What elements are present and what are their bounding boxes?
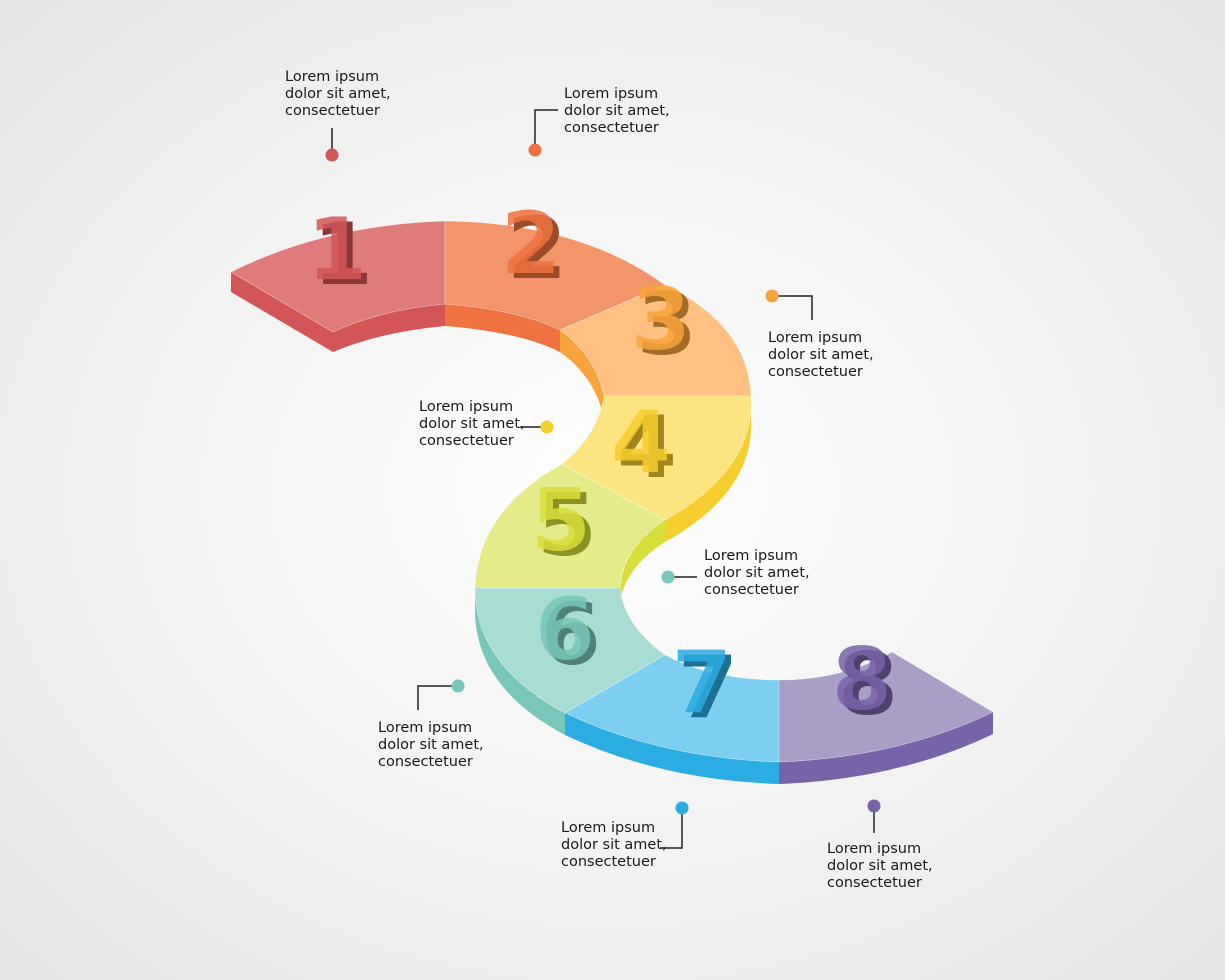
step-label-8: Lorem ipsum dolor sit amet, consectetuer xyxy=(827,841,933,892)
step-number-2-shadow: 2 xyxy=(507,199,567,299)
step-label-7-line-1: Lorem ipsum xyxy=(561,820,656,836)
marker-dot-7 xyxy=(675,801,689,815)
step-label-2: Lorem ipsum dolor sit amet, consectetuer xyxy=(564,86,670,137)
step-label-1: Lorem ipsum dolor sit amet, consectetuer xyxy=(285,69,391,120)
step-number-4-shadow: 4 xyxy=(617,398,677,498)
marker-dot-2 xyxy=(528,143,542,157)
step-label-4-line-1: Lorem ipsum xyxy=(419,399,514,415)
segment-4 xyxy=(561,395,752,521)
segment-7-side xyxy=(565,713,779,784)
step-number-6: 6 xyxy=(535,580,595,680)
step-number-7-shadow: 7 xyxy=(678,638,738,738)
step-label-2-line-1: Lorem ipsum xyxy=(564,86,659,102)
step-label-4: Lorem ipsum dolor sit amet, consectetuer xyxy=(419,399,525,450)
step-label-7: Lorem ipsum dolor sit amet, consectetuer xyxy=(561,820,667,871)
step-label-5: Lorem ipsum dolor sit amet, consectetuer xyxy=(704,548,810,599)
segment-6-side xyxy=(475,588,565,735)
step-number-8: 8 xyxy=(832,630,892,730)
step-number-3-shadow: 3 xyxy=(637,275,697,375)
step-label-5-line-1: Lorem ipsum xyxy=(704,548,799,564)
marker-dot-6 xyxy=(451,679,465,693)
step-label-4-line-2: dolor sit amet, xyxy=(419,416,525,432)
step-label-2-line-3: consectetuer xyxy=(564,120,659,136)
step-number-5: 5 xyxy=(531,471,591,571)
marker-dot-3 xyxy=(765,289,779,303)
connector-3 xyxy=(772,295,813,320)
step-number-6-shadow: 6 xyxy=(541,585,601,685)
segment-8 xyxy=(778,651,994,763)
step-number-3: 3 xyxy=(631,270,691,370)
segment-7 xyxy=(564,654,780,763)
step-number-8-shadow: 8 xyxy=(838,635,898,735)
step-label-6-line-3: consectetuer xyxy=(378,754,473,770)
step-label-2-line-2: dolor sit amet, xyxy=(564,103,670,119)
step-number-7: 7 xyxy=(672,633,732,733)
step-label-8-line-1: Lorem ipsum xyxy=(827,841,922,857)
step-label-7-line-2: dolor sit amet, xyxy=(561,837,667,853)
step-label-5-line-3: consectetuer xyxy=(704,582,799,598)
markers xyxy=(325,143,881,815)
segment-3-side xyxy=(560,330,604,418)
step-label-1-line-1: Lorem ipsum xyxy=(285,69,380,85)
step-label-8-line-2: dolor sit amet, xyxy=(827,858,933,874)
step-label-5-line-2: dolor sit amet, xyxy=(704,565,810,581)
segment-2 xyxy=(444,220,666,331)
segment-tops xyxy=(230,220,994,763)
step-number-4: 4 xyxy=(611,393,671,493)
marker-dot-1 xyxy=(325,148,339,162)
step-numbers: 1 1 2 2 3 3 4 4 5 5 6 6 7 7 8 8 xyxy=(307,194,898,738)
step-number-5-shadow: 5 xyxy=(537,476,597,576)
marker-dot-4 xyxy=(540,420,554,434)
step-number-1: 1 xyxy=(307,200,367,300)
step-label-3: Lorem ipsum dolor sit amet, consectetuer xyxy=(768,330,874,381)
segment-sides xyxy=(231,272,993,784)
segment-5-side xyxy=(620,520,665,600)
marker-dot-5 xyxy=(661,570,675,584)
step-label-8-line-3: consectetuer xyxy=(827,875,922,891)
segment-1-side xyxy=(231,272,445,352)
step-label-3-line-1: Lorem ipsum xyxy=(768,330,863,346)
step-number-1-shadow: 1 xyxy=(313,205,373,305)
step-label-1-line-2: dolor sit amet, xyxy=(285,86,391,102)
connector-7 xyxy=(660,808,683,849)
step-label-3-line-3: consectetuer xyxy=(768,364,863,380)
marker-dot-8 xyxy=(867,799,881,813)
connector-6 xyxy=(417,685,458,710)
connector-2 xyxy=(534,109,558,150)
step-label-6: Lorem ipsum dolor sit amet, consectetuer xyxy=(378,720,484,771)
segment-8-side xyxy=(779,712,993,784)
segment-2-side xyxy=(445,304,560,352)
step-label-6-line-1: Lorem ipsum xyxy=(378,720,473,736)
segment-4-side xyxy=(665,396,752,542)
step-label-7-line-3: consectetuer xyxy=(561,854,656,870)
step-number-2: 2 xyxy=(501,194,561,294)
step-label-4-line-3: consectetuer xyxy=(419,433,514,449)
step-label-6-line-2: dolor sit amet, xyxy=(378,737,484,753)
step-label-1-line-3: consectetuer xyxy=(285,103,380,119)
step-label-3-line-2: dolor sit amet, xyxy=(768,347,874,363)
